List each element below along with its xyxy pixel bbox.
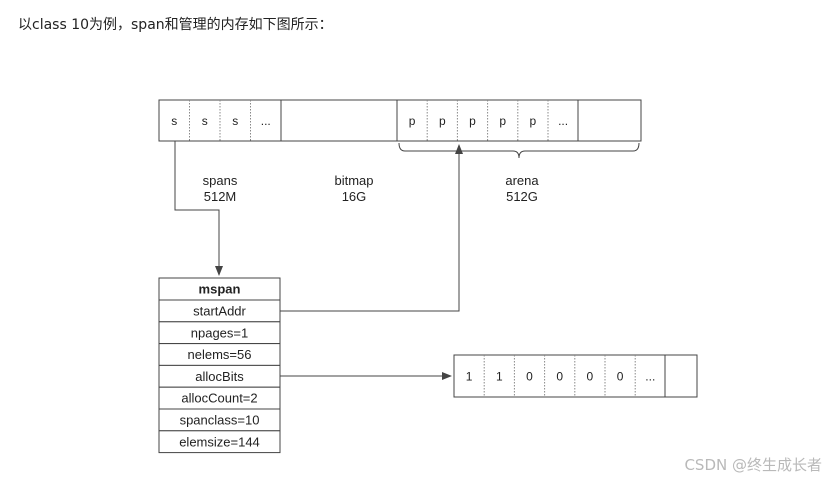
page-heading: 以class 10为例，span和管理的内存如下图所示：: [18, 17, 333, 33]
alloc-bit-cells: 1 1 0 0 0 0...: [466, 355, 655, 397]
spans-size: 512M: [204, 189, 237, 204]
mspan-field: allocCount=2: [181, 391, 257, 406]
mspan-field: elemsize=144: [179, 434, 260, 449]
mspan-field: nelems=56: [188, 347, 252, 362]
alloc-bit-cell: 1: [466, 370, 473, 384]
csdn-watermark: CSDN @终生成长者: [684, 456, 822, 474]
alloc-bit-cell: 0: [526, 370, 533, 384]
span-cells: s s s...: [171, 100, 271, 141]
memory-row-frame: [158, 99, 642, 142]
arena-page-cell: p: [409, 114, 416, 128]
span-to-mspan-arrow: [174, 141, 223, 276]
mspan-field: npages=1: [191, 325, 248, 340]
alloc-bit-cell: 1: [496, 370, 503, 384]
arena-label: arena: [505, 173, 539, 188]
arena-page-cell: ...: [558, 114, 568, 128]
mspan-title: mspan: [199, 282, 241, 297]
alloc-bit-cell: 0: [617, 370, 624, 384]
mspan-field: spanclass=10: [180, 413, 260, 428]
bitmap-size: 16G: [342, 189, 367, 204]
mspan-struct: mspan startAddr npages=1 nelems=56 allocBit…: [158, 277, 281, 454]
bitmap-label: bitmap: [334, 173, 373, 188]
arena-cells: p p p p p...: [409, 100, 568, 141]
alloc-bits-row: 1 1 0 0 0 0...: [453, 354, 698, 398]
mspan-field: allocBits: [195, 369, 244, 384]
span-cell: s: [202, 114, 208, 128]
spans-label: spans: [203, 173, 238, 188]
span-cell: ...: [261, 114, 271, 128]
span-cell: s: [232, 114, 238, 128]
arena-page-cell: p: [499, 114, 506, 128]
alloc-bit-cell: 0: [587, 370, 594, 384]
arena-page-cell: p: [530, 114, 537, 128]
arena-page-cell: p: [439, 114, 446, 128]
alloc-bit-cell: ...: [645, 370, 655, 384]
arena-size: 512G: [506, 189, 538, 204]
mspan-field: startAddr: [193, 304, 246, 319]
arena-brace: [398, 142, 640, 159]
span-cell: s: [171, 114, 177, 128]
mspan-field-cell: [158, 430, 281, 454]
arena-page-cell: p: [469, 114, 476, 128]
memory-row: s s s... p p p p p...: [158, 99, 642, 142]
alloc-bits-frame: [453, 354, 698, 398]
alloc-bit-cell: 0: [556, 370, 563, 384]
mspan-fields: startAddr npages=1 nelems=56 allocBits alloc…: [158, 299, 281, 454]
startaddr-to-arena-arrow: [280, 144, 463, 312]
